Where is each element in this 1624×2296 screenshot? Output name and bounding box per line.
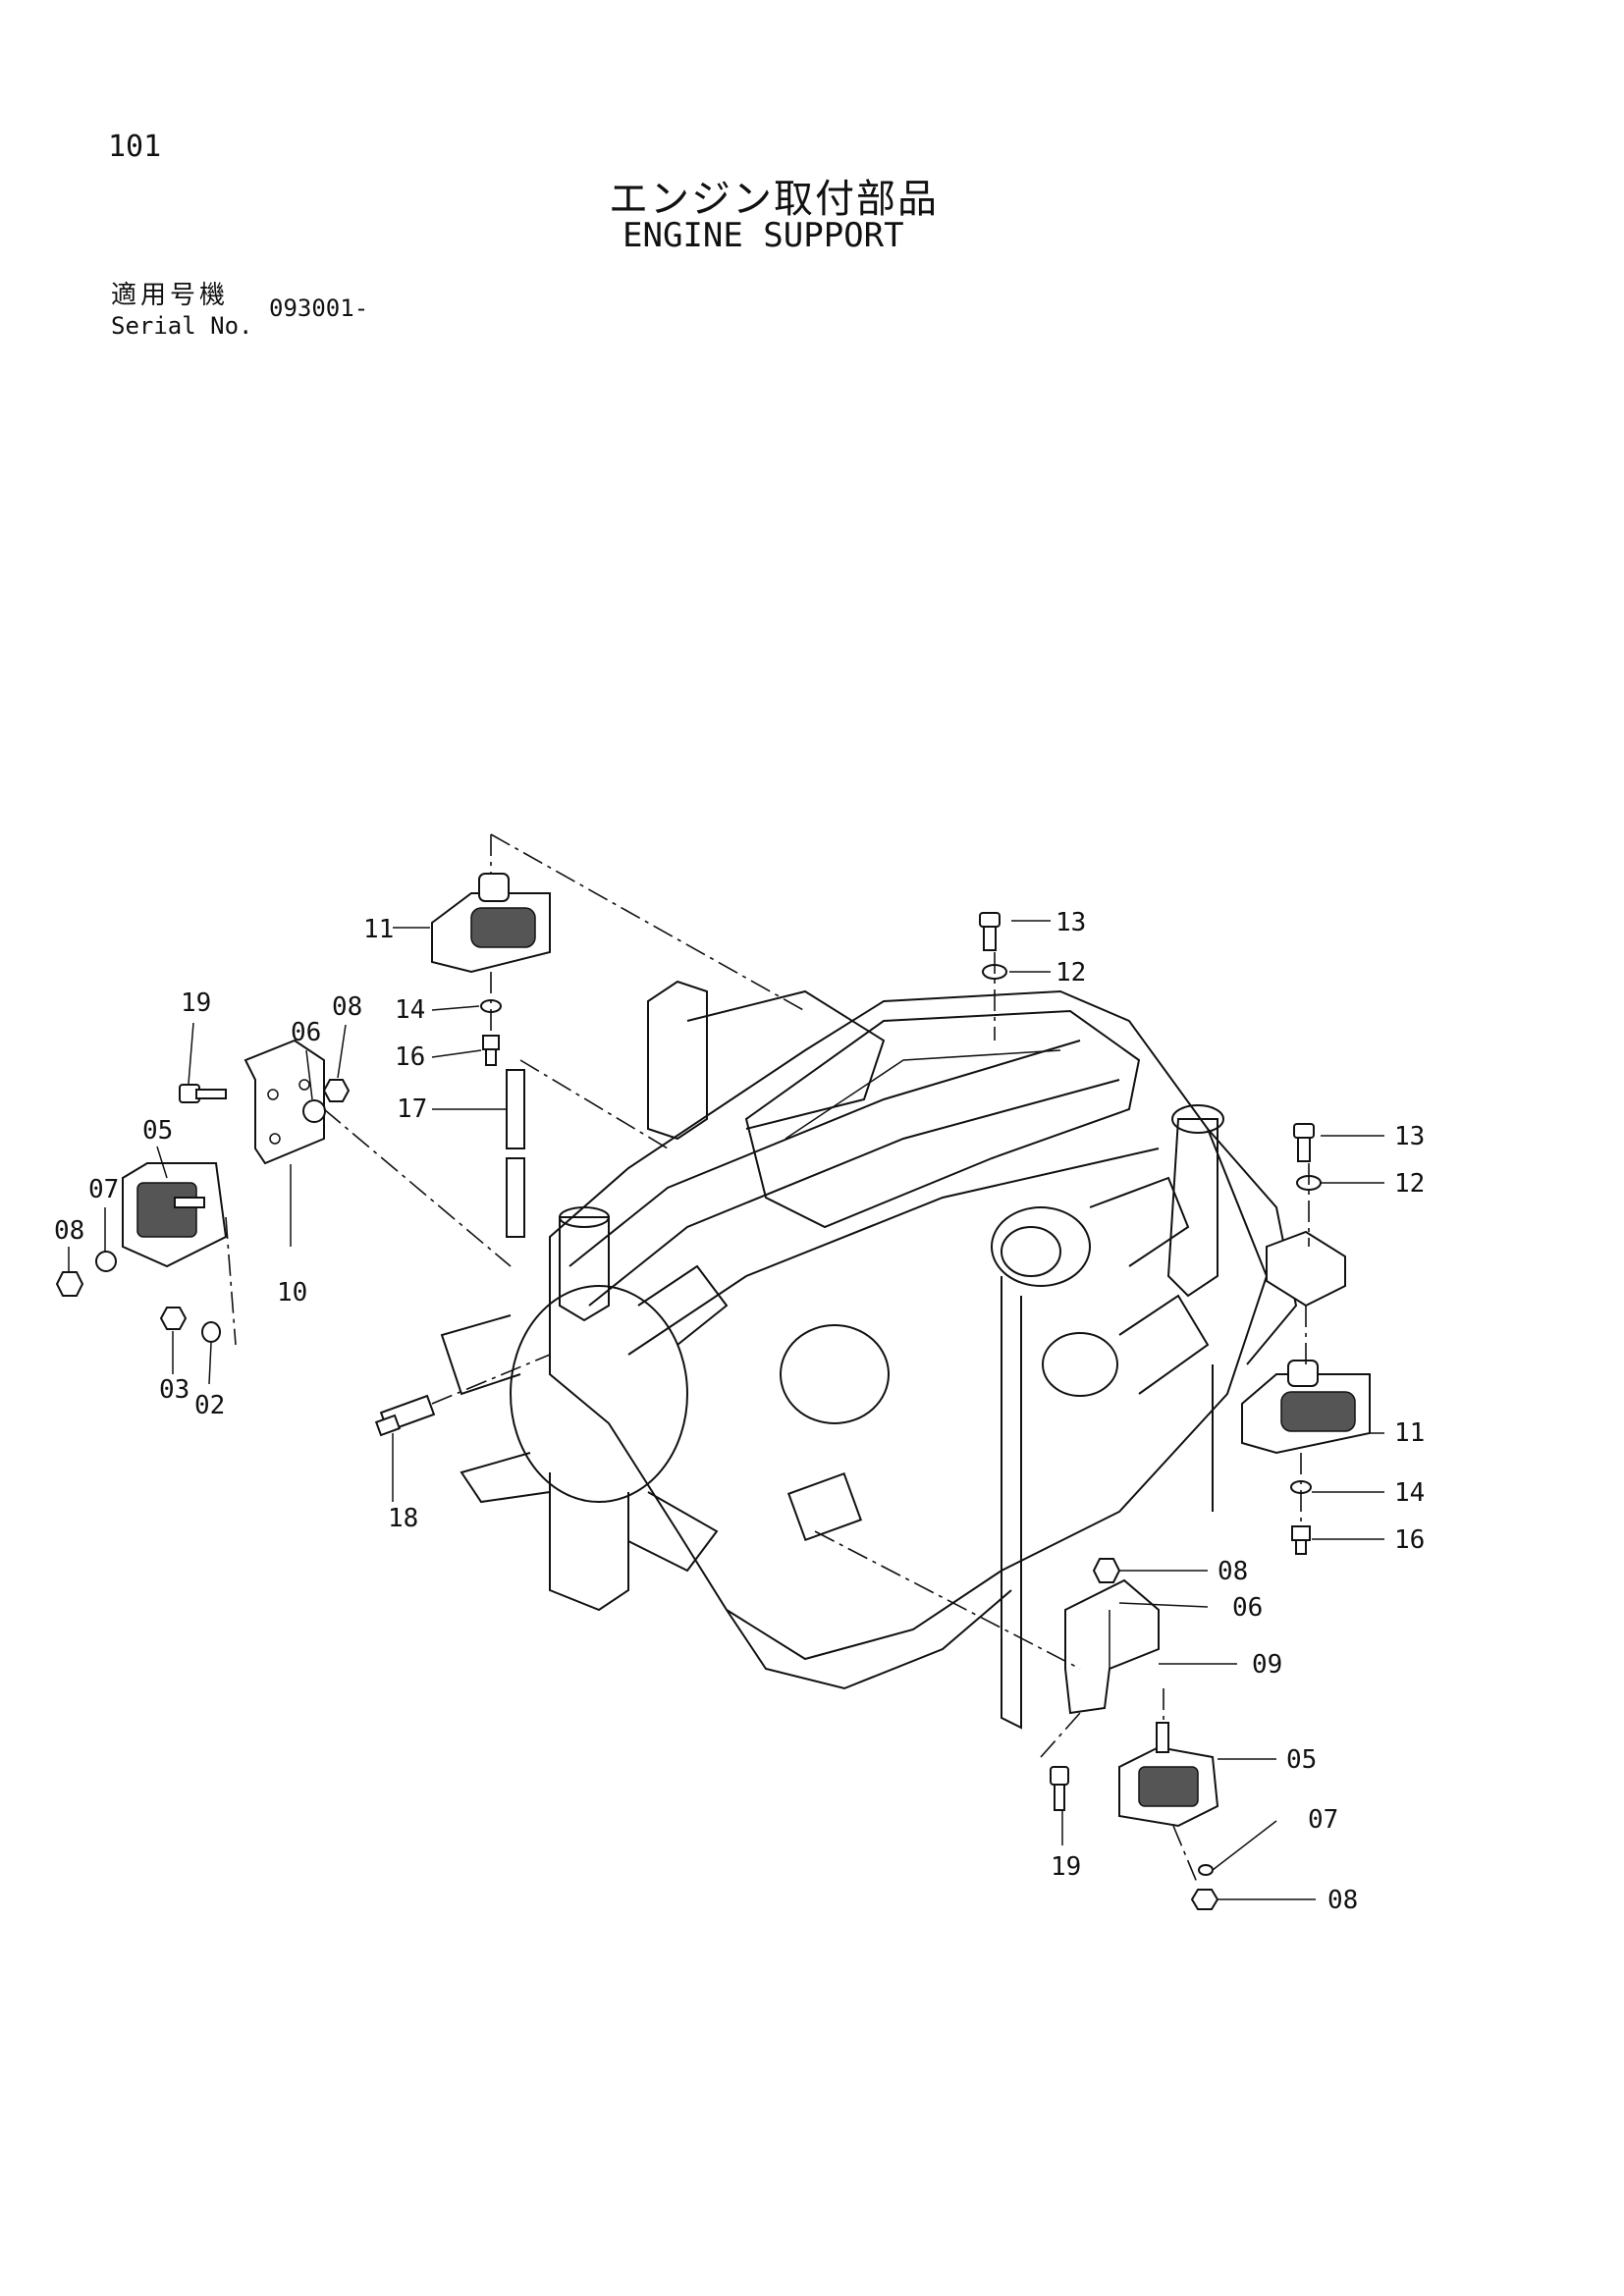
bracket-10 <box>244 1039 325 1165</box>
callout-18: 18 <box>388 1504 418 1533</box>
serial-number-value: 093001- <box>269 294 369 322</box>
page-title-english: ENGINE SUPPORT <box>623 216 904 255</box>
oil-pan <box>726 1589 1012 1690</box>
bolt-16-lower <box>1291 1525 1311 1555</box>
nut-08-left-top <box>322 1079 351 1102</box>
callout-14-lower: 14 <box>1394 1478 1425 1508</box>
washer-07-left <box>95 1251 117 1272</box>
callout-12-upper: 12 <box>1056 958 1086 988</box>
callout-13-upper: 13 <box>1056 908 1086 937</box>
callout-07-left: 07 <box>88 1175 119 1204</box>
assembly-lines <box>225 833 1310 1886</box>
manifold-pipe <box>647 980 708 1141</box>
valve-cover <box>744 1009 1141 1229</box>
callout-08-left-top: 08 <box>332 992 362 1022</box>
callout-05-right: 05 <box>1286 1745 1317 1775</box>
callout-11-upper: 11 <box>363 915 394 944</box>
engine-mount-pad <box>1266 1230 1346 1308</box>
washer-02 <box>201 1321 221 1343</box>
cooling-fan <box>510 1285 688 1503</box>
oil-filter <box>559 1216 610 1322</box>
callout-12-right: 12 <box>1394 1169 1425 1199</box>
callout-labels: 11 13 12 14 16 17 19 06 08 05 07 08 10 0… <box>54 908 1425 1915</box>
callout-09: 09 <box>1252 1650 1282 1680</box>
leader-lines <box>68 920 1384 1900</box>
callout-05-left: 05 <box>142 1116 173 1146</box>
bolt-16-upper <box>482 1035 500 1066</box>
page-title-japanese: エンジン取付部品 <box>609 177 939 222</box>
mount-cushion-11-lower <box>1241 1360 1371 1455</box>
callout-13-right: 13 <box>1394 1122 1425 1151</box>
nut-08-lower <box>1190 1889 1219 1910</box>
page-number: 101 <box>108 130 162 164</box>
serial-label-english: Serial No. <box>111 312 253 340</box>
nut-03 <box>159 1307 188 1330</box>
bolt-13-right <box>1293 1123 1315 1162</box>
callout-10: 10 <box>277 1278 307 1308</box>
washer-07-right <box>1198 1864 1214 1876</box>
callout-19-left: 19 <box>181 988 211 1018</box>
mount-cushion-05-left <box>122 1162 228 1268</box>
intake-pipe <box>1166 1118 1218 1298</box>
callout-14-upper: 14 <box>395 995 425 1025</box>
bolt-13-upper <box>979 912 1001 951</box>
nut-08-lower-top <box>1092 1558 1121 1583</box>
engine-block <box>549 989 1269 1661</box>
bolt-19-right <box>1050 1766 1069 1811</box>
callout-03: 03 <box>159 1375 189 1405</box>
callout-06-lower: 06 <box>1232 1593 1263 1623</box>
callout-16-lower: 16 <box>1394 1525 1425 1555</box>
mount-cushion-11-upper <box>431 873 551 974</box>
engine-illustration <box>440 980 1298 1730</box>
nut-08-left <box>55 1271 84 1297</box>
bracket-09 <box>1064 1578 1160 1715</box>
callout-02: 02 <box>194 1391 225 1420</box>
callout-07-right: 07 <box>1308 1805 1338 1835</box>
serial-label-japanese: 適用号機 <box>111 281 230 310</box>
callout-11-lower: 11 <box>1394 1418 1425 1448</box>
alternator <box>780 1324 890 1424</box>
turbocharger <box>991 1206 1091 1287</box>
bolt-19-left <box>179 1084 227 1103</box>
mount-cushion-05-right <box>1118 1722 1219 1828</box>
callout-17: 17 <box>397 1095 427 1124</box>
callout-08-lower: 08 <box>1327 1886 1358 1915</box>
callout-08-lower-top: 08 <box>1218 1557 1248 1586</box>
callout-08-left: 08 <box>54 1216 84 1246</box>
washer-06-left <box>302 1099 326 1123</box>
callout-16-upper: 16 <box>395 1042 425 1072</box>
dipstick-tube <box>1001 1276 1022 1730</box>
sensor-18 <box>374 1394 436 1437</box>
collar-17 <box>506 1069 525 1149</box>
callout-06-left: 06 <box>291 1018 321 1047</box>
callout-19-right: 19 <box>1051 1852 1081 1882</box>
